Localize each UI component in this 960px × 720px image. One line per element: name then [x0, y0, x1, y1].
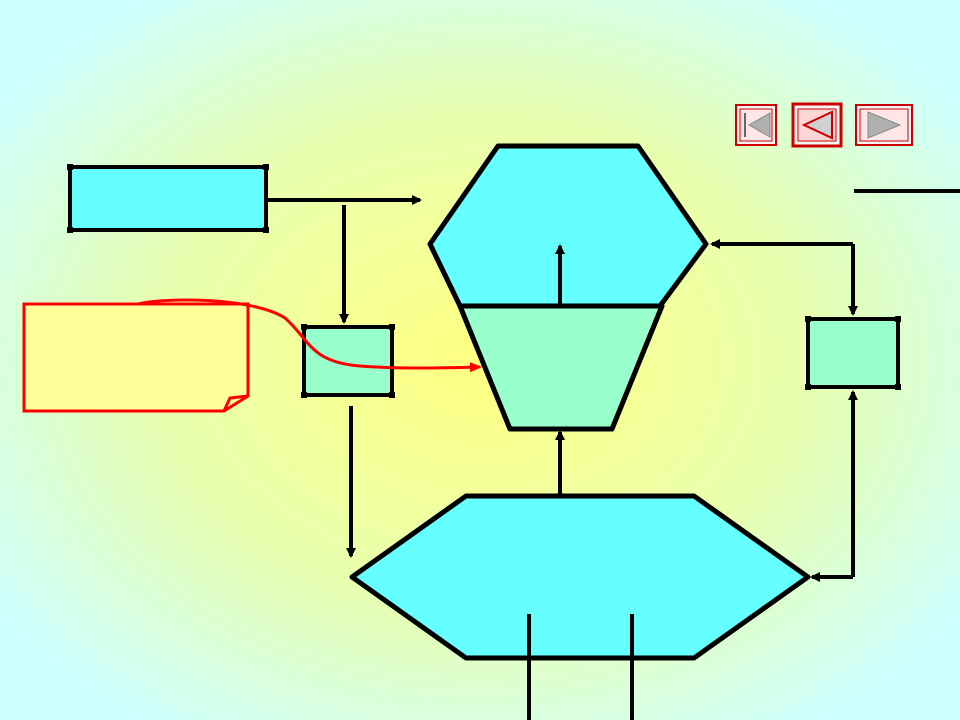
- callout-note: [22, 302, 250, 413]
- next-slide-button[interactable]: [855, 104, 913, 146]
- small-box-left-corners: [301, 324, 395, 398]
- callout-connector: [137, 298, 482, 373]
- small-box-left: [302, 325, 394, 397]
- top-left-box-corners: [67, 164, 269, 233]
- top-left-box: [68, 165, 268, 232]
- previous-slide-button[interactable]: [791, 102, 843, 148]
- next-triangle-icon: [867, 111, 902, 139]
- previous-triangle-icon: [801, 110, 833, 140]
- small-box-right: [806, 317, 900, 389]
- bottom-hexagon: [349, 493, 811, 661]
- small-box-right-corners: [805, 316, 901, 390]
- callout-note-fold: [222, 394, 249, 412]
- first-slide-button[interactable]: [735, 104, 777, 146]
- skip-to-first-icon: [744, 112, 771, 138]
- trapezoid: [457, 303, 665, 432]
